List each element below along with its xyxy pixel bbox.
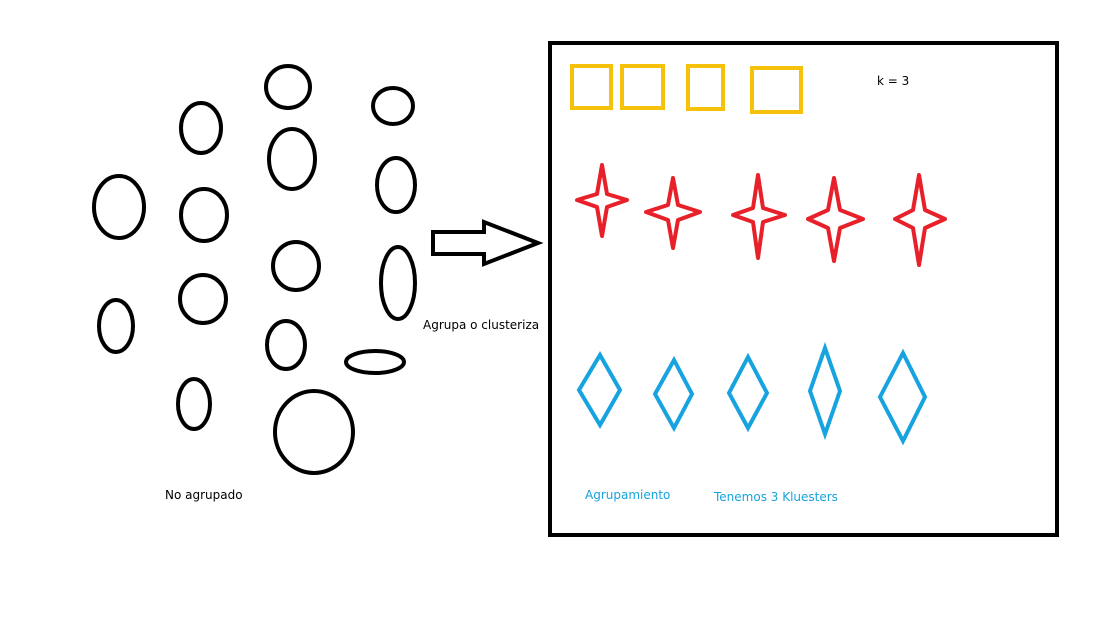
clusters-label: Tenemos 3 Kluesters bbox=[714, 490, 838, 504]
cluster-stars bbox=[575, 163, 947, 267]
point bbox=[375, 156, 417, 214]
cluster-squares bbox=[570, 64, 803, 114]
square-point bbox=[750, 66, 803, 114]
point bbox=[97, 298, 135, 354]
point bbox=[179, 101, 223, 155]
point bbox=[371, 86, 415, 126]
point bbox=[179, 187, 229, 243]
right-arrow-icon bbox=[431, 219, 544, 267]
square-point bbox=[686, 64, 725, 111]
arrow-label: Agrupa o clusteriza bbox=[423, 318, 540, 332]
k-value-label: k = 3 bbox=[877, 74, 910, 88]
diamond-point bbox=[807, 341, 843, 441]
point bbox=[273, 389, 355, 475]
point bbox=[176, 377, 212, 431]
diamond-point bbox=[877, 348, 928, 446]
square-point bbox=[620, 64, 665, 110]
star-point bbox=[644, 176, 702, 250]
star-point bbox=[893, 173, 947, 267]
diamond-point bbox=[652, 355, 695, 433]
square-point bbox=[570, 64, 613, 110]
unclustered-label: No agrupado bbox=[165, 488, 243, 502]
point bbox=[379, 245, 417, 321]
unclustered-points bbox=[92, 64, 417, 475]
point bbox=[264, 64, 312, 110]
star-point bbox=[575, 163, 629, 238]
star-point bbox=[806, 176, 865, 263]
point bbox=[344, 349, 406, 375]
grouping-label: Agrupamiento bbox=[585, 488, 671, 502]
point bbox=[267, 127, 317, 191]
diamond-point bbox=[726, 352, 770, 433]
star-point bbox=[731, 173, 787, 260]
cluster-diamonds bbox=[576, 341, 928, 446]
point bbox=[92, 174, 146, 240]
point bbox=[178, 273, 228, 325]
clustered-box bbox=[548, 41, 1059, 537]
diamond-point bbox=[576, 351, 623, 429]
point bbox=[271, 240, 321, 292]
point bbox=[265, 319, 307, 371]
